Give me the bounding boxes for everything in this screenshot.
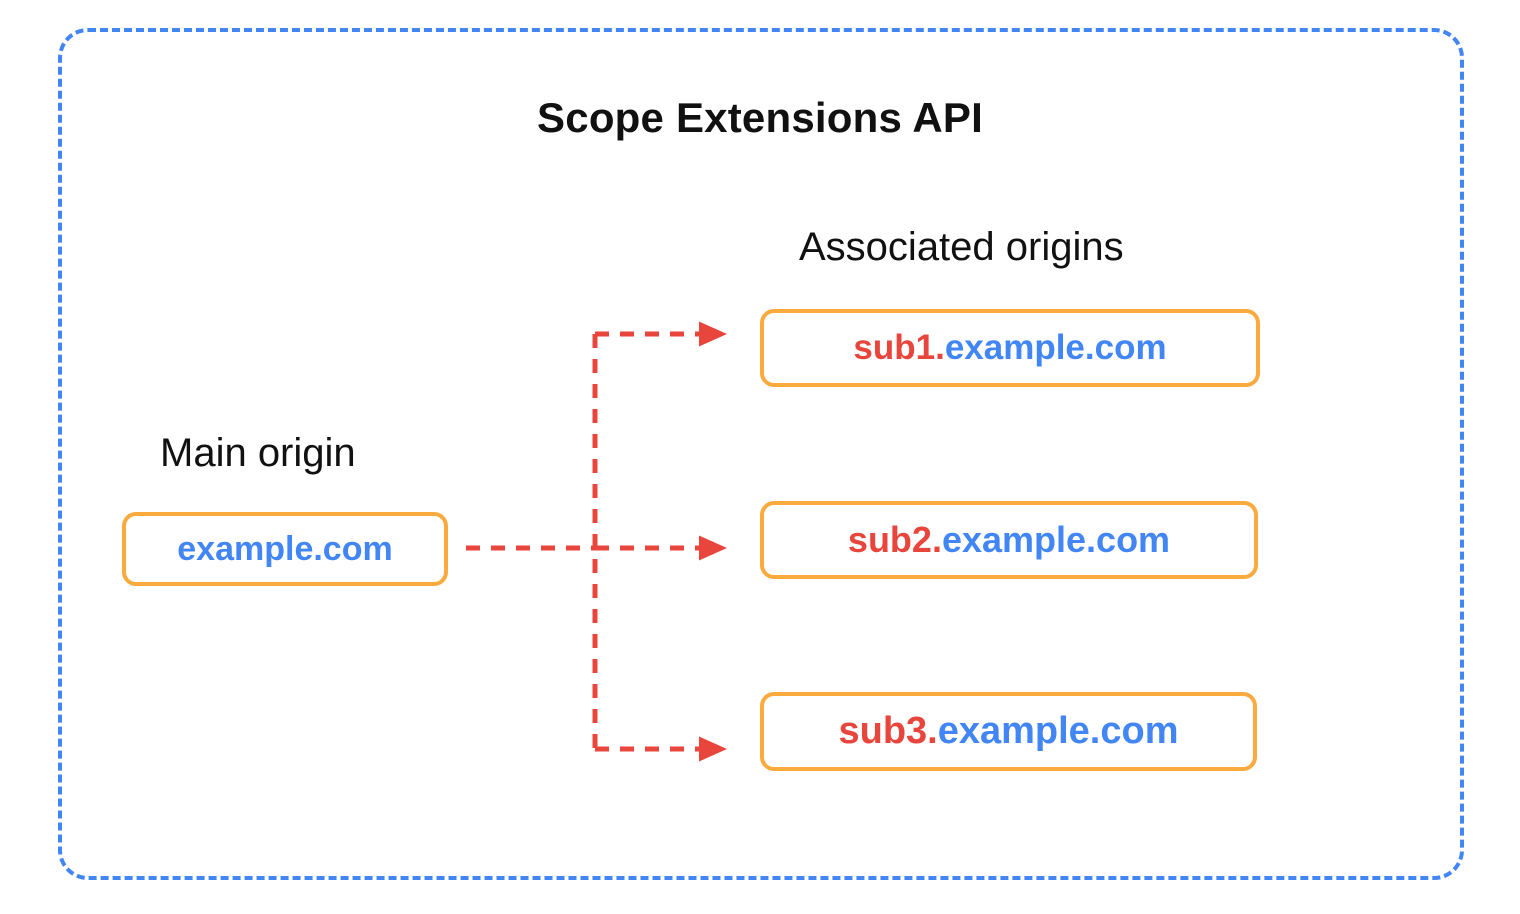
associated-origins-label: Associated origins — [799, 225, 1124, 269]
sub2-subdomain-text: sub2. — [847, 519, 942, 560]
origin-box-main[interactable]: example.com — [122, 512, 448, 586]
sub1-subdomain-text: sub1. — [853, 328, 945, 367]
sub2-domain-text: example.com — [941, 519, 1171, 560]
main-origin-label: Main origin — [160, 431, 356, 475]
origin-box-sub1[interactable]: sub1.example.com — [760, 309, 1260, 387]
main-origin-domain: example.com — [177, 529, 393, 568]
sub1-domain-text: example.com — [944, 328, 1167, 367]
page-title: Scope Extensions API — [537, 94, 983, 141]
scope-extensions-frame — [58, 28, 1464, 880]
origin-box-sub2[interactable]: sub2.example.com — [760, 501, 1258, 579]
sub3-domain-text: example.com — [937, 710, 1179, 752]
sub3-subdomain-text: sub3. — [838, 710, 938, 752]
origin-box-sub3[interactable]: sub3.example.com — [760, 692, 1257, 771]
